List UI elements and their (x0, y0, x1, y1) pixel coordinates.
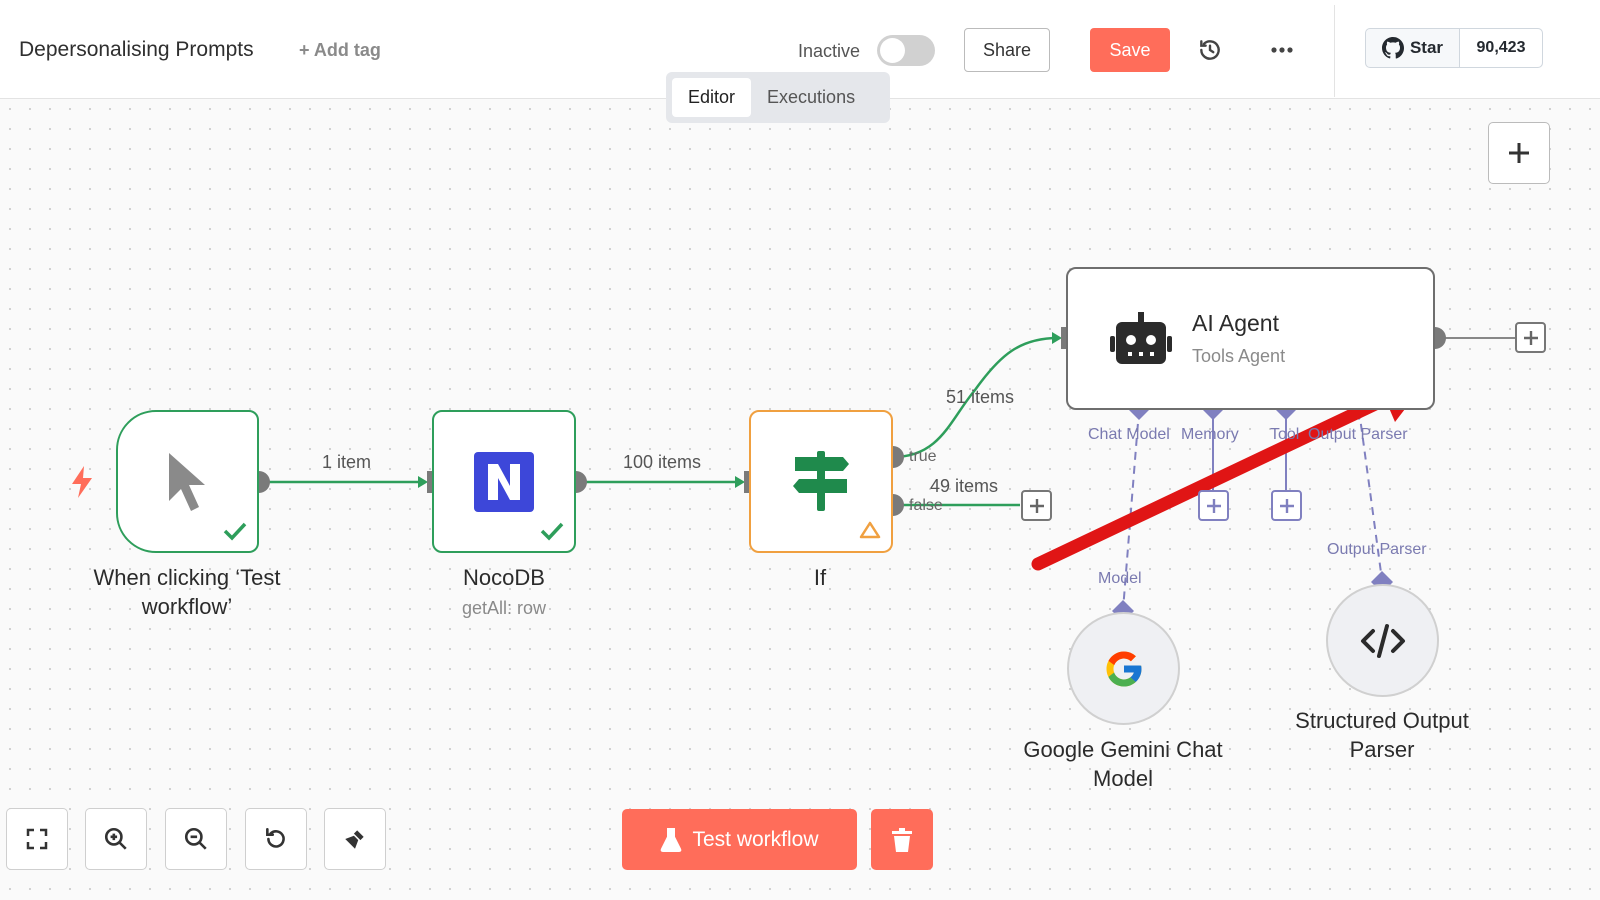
annotation-arrow (1031, 391, 1395, 571)
reset-zoom-button[interactable] (245, 808, 307, 870)
fit-view-icon (26, 828, 48, 850)
agent-text: AI Agent Tools Agent (1192, 310, 1285, 367)
tab-executions[interactable]: Executions (767, 87, 856, 107)
success-check-icon (540, 522, 564, 541)
workflow-title[interactable]: Depersonalising Prompts (19, 38, 254, 61)
port-label-chat-model: Chat Model (1088, 426, 1170, 443)
zoom-out-icon (184, 827, 207, 850)
add-tag-button[interactable]: + Add tag (299, 40, 381, 60)
github-star-widget[interactable]: Star 90,423 (1365, 28, 1543, 68)
save-button[interactable]: Save (1090, 28, 1170, 72)
trash-icon (892, 827, 912, 852)
nocodb-label: NocoDB (463, 565, 545, 590)
add-tool-button[interactable] (1271, 490, 1302, 521)
success-check-icon (223, 522, 247, 541)
add-node-false-button[interactable] (1021, 490, 1052, 521)
undo-icon (266, 827, 285, 848)
delete-execution-button[interactable] (871, 809, 933, 870)
port-label-output-parser: Output Parser (1308, 426, 1408, 443)
port-nocodb-in (427, 471, 436, 493)
cursor-icon (168, 452, 205, 511)
flask-icon (661, 827, 682, 852)
nocodb-subtitle: getAll: row (461, 598, 547, 618)
ellipsis-icon (1271, 47, 1293, 53)
gemini-label: Google Gemini Chat Model (1023, 737, 1223, 791)
broom-icon (345, 830, 364, 849)
zoom-to-fit-button[interactable] (6, 808, 68, 870)
edge-label-2: 100 items (623, 452, 702, 472)
toggle-knob (880, 38, 905, 63)
port-label-tool: Tool (1270, 426, 1300, 443)
edge-if-true-agent (892, 336, 1059, 459)
test-workflow-button[interactable]: Test workflow (622, 809, 857, 870)
node-nocodb[interactable] (432, 410, 576, 553)
edge-label-false: 49 items (930, 476, 999, 496)
code-icon (1360, 623, 1405, 658)
edge-label-true: 51 items (946, 387, 1015, 407)
port-label-memory: Memory (1181, 426, 1239, 443)
node-ai-agent[interactable]: AI Agent Tools Agent (1066, 267, 1435, 410)
github-star-button[interactable]: Star (1366, 29, 1460, 67)
edge-chat-model (1122, 409, 1140, 611)
tab-editor[interactable]: Editor (672, 78, 752, 117)
view-tabs: Editor Executions (666, 72, 890, 123)
plus-icon (1029, 498, 1044, 513)
trigger-bolt-icon (72, 466, 92, 498)
header-divider (1334, 5, 1335, 97)
github-star-count[interactable]: 90,423 (1460, 29, 1542, 67)
if-true-label: true (909, 448, 937, 465)
edge-label-1: 1 item (322, 452, 372, 472)
parser-label: Structured Output Parser (1295, 708, 1469, 762)
signpost-icon (793, 450, 849, 511)
warning-triangle-icon[interactable] (859, 521, 881, 539)
port-if-in (744, 471, 753, 493)
tidy-up-button[interactable] (324, 808, 386, 870)
if-false-label: false (909, 497, 943, 514)
agent-subtitle: Tools Agent (1192, 346, 1286, 366)
zoom-in-icon (104, 827, 127, 850)
agent-title: AI Agent (1192, 310, 1279, 336)
active-status-label: Inactive (798, 41, 861, 61)
zoom-out-button[interactable] (165, 808, 227, 870)
test-workflow-label: Test workflow (692, 827, 819, 851)
robot-icon (1110, 311, 1172, 364)
github-icon (1381, 37, 1404, 59)
nocodb-icon (474, 451, 534, 512)
add-memory-button[interactable] (1198, 490, 1229, 521)
if-label: If (813, 565, 827, 590)
history-icon (1200, 40, 1220, 60)
history-button[interactable] (1192, 30, 1228, 70)
share-button[interactable]: Share (964, 28, 1050, 72)
node-if[interactable] (749, 410, 893, 553)
github-star-label: Star (1409, 38, 1444, 57)
node-structured-output-parser[interactable] (1326, 584, 1439, 697)
add-node-button[interactable] (1488, 122, 1550, 184)
active-toggle[interactable] (877, 35, 935, 66)
parser-port-label: Output Parser (1327, 541, 1427, 558)
gemini-port-label: Model (1098, 570, 1142, 587)
more-options-button[interactable] (1264, 30, 1300, 70)
node-gemini-chat-model[interactable] (1067, 612, 1180, 725)
arrowhead (418, 476, 428, 488)
arrowhead (1052, 332, 1062, 344)
plus-icon (1523, 330, 1538, 345)
zoom-in-button[interactable] (85, 808, 147, 870)
arrowhead (735, 476, 745, 488)
add-node-agent-output-button[interactable] (1515, 322, 1546, 353)
plus-icon (1279, 498, 1294, 513)
google-icon (1106, 651, 1141, 686)
edge-output-parser (1358, 409, 1383, 581)
node-manual-trigger[interactable] (116, 410, 259, 553)
plus-icon (1206, 498, 1221, 513)
plus-icon (1509, 143, 1529, 163)
trigger-label: When clicking ‘Test workflow’ (93, 565, 281, 619)
